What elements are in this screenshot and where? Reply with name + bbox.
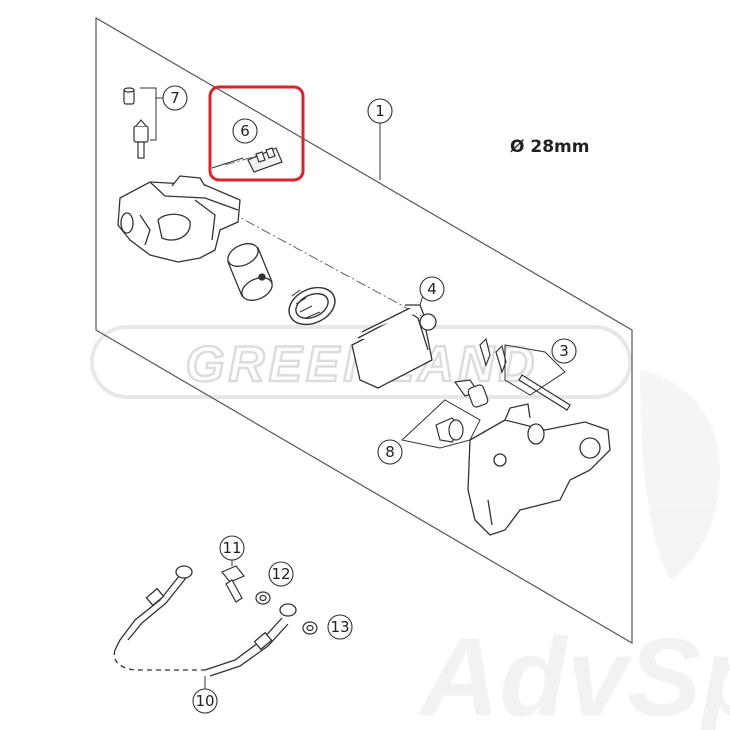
assembly-frame <box>95 16 633 645</box>
slide-pin-part <box>435 379 489 443</box>
callout-7-leader <box>140 87 157 141</box>
callout-10-label: 10 <box>195 692 214 710</box>
callout-6-label: 6 <box>240 122 250 140</box>
callout-11-label: 11 <box>222 539 241 557</box>
callout-1-label: 1 <box>375 102 385 120</box>
callout-13: 13 <box>327 614 353 640</box>
callout-12-label: 12 <box>271 565 290 583</box>
callout-3-label: 3 <box>559 342 569 360</box>
piston-part <box>227 243 273 301</box>
callout-11: 11 <box>219 535 245 561</box>
brake-line-part <box>113 565 297 677</box>
callout-8-leader <box>400 399 481 449</box>
piston-seal-part <box>288 286 336 326</box>
callout-8-label: 8 <box>385 443 395 461</box>
callout-7: 7 <box>162 85 188 111</box>
bleed-screw-part <box>123 87 149 159</box>
assembly-axis-lines <box>224 154 426 319</box>
callout-6: 6 <box>232 118 258 144</box>
highlight-box <box>208 85 305 182</box>
washer-part <box>255 591 318 635</box>
callout-4: 4 <box>419 276 445 302</box>
callout-4-label: 4 <box>427 280 437 298</box>
pad-spring-part <box>247 147 283 173</box>
advsp-watermark-text: AdvSp <box>417 616 730 730</box>
callout-10: 10 <box>192 688 218 714</box>
callout-3-leader <box>504 344 566 396</box>
pad-pin-part <box>479 337 571 411</box>
brake-pad-part <box>351 304 437 389</box>
piston-diameter-label: Ø 28mm <box>510 137 589 157</box>
caliper-housing-part <box>117 175 241 263</box>
callout-6-leader <box>211 157 244 169</box>
callout-7-label: 7 <box>170 89 180 107</box>
callout-13-label: 13 <box>330 618 349 636</box>
callout-1: 1 <box>367 98 393 180</box>
banjo-bolt-part <box>221 565 245 603</box>
callout-3: 3 <box>551 338 577 364</box>
callout-12: 12 <box>268 561 294 587</box>
callout-8: 8 <box>377 439 403 465</box>
advsp-watermark: AdvSp <box>417 370 730 730</box>
caliper-bracket-part <box>467 403 611 536</box>
